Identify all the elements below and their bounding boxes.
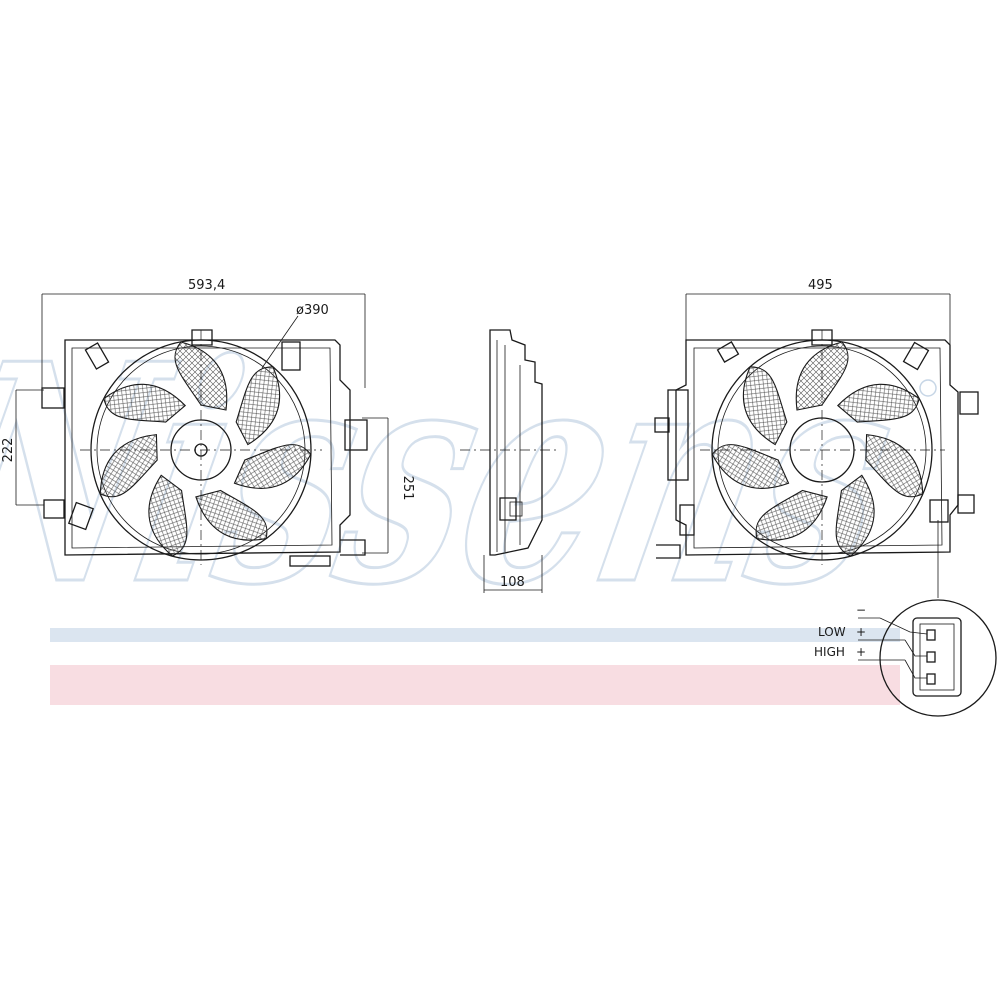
registered-mark-icon (919, 379, 937, 397)
connector-low-sign: + (856, 625, 866, 639)
connector-detail (858, 520, 997, 717)
front-view (15, 293, 389, 567)
dim-left-height: 222 (1, 438, 16, 463)
dim-front-width: 593,4 (188, 278, 225, 293)
side-view (460, 329, 558, 593)
connector-high-sign: + (856, 645, 866, 659)
connector-minus-label: − (856, 603, 866, 617)
brand-stripe-red (50, 665, 900, 705)
dim-fan-diameter: ø390 (296, 303, 329, 318)
dim-rear-width: 495 (808, 278, 833, 293)
brand-stripe-blue (50, 628, 900, 642)
dim-right-height: 251 (400, 476, 415, 501)
connector-low-label: LOW (818, 625, 846, 639)
dim-side-depth: 108 (500, 575, 525, 590)
rear-view (654, 293, 979, 565)
connector-high-label: HIGH (814, 645, 845, 659)
